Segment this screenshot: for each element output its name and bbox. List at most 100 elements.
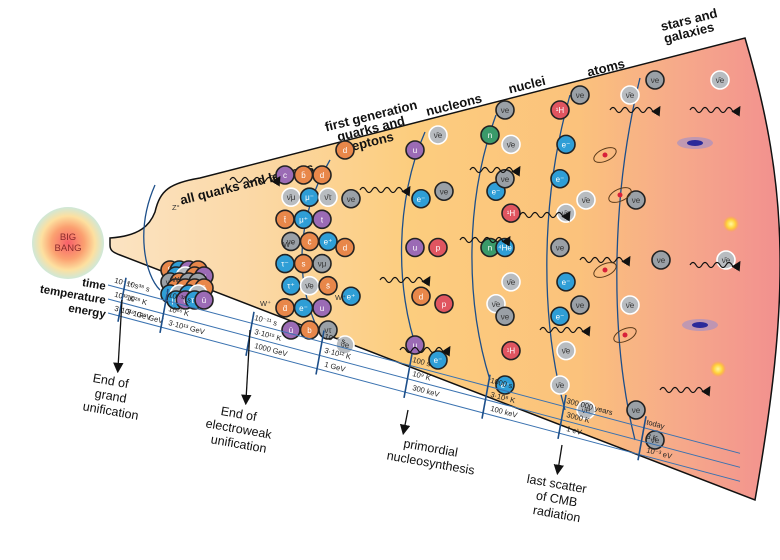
particle-label: νe: [651, 436, 660, 445]
atom-icon: [593, 147, 617, 163]
timeline-tick: [315, 330, 325, 375]
particle: e⁻: [411, 188, 431, 209]
particle-label: νe: [576, 301, 585, 310]
photon-icon: [579, 255, 631, 267]
particle: νμ: [312, 253, 332, 274]
particle-label: d: [320, 171, 324, 180]
particle-label: ū: [202, 296, 206, 305]
particle-label: b̄: [301, 171, 306, 180]
particle: νe: [495, 100, 515, 120]
particle: ¹H: [501, 203, 521, 223]
boson-label: W⁻: [172, 275, 183, 284]
particle-label: d: [343, 146, 347, 155]
atom-icon: [608, 187, 632, 203]
particle: νe: [550, 237, 570, 258]
particle-label: ν̄e: [716, 76, 725, 85]
particle-label: e⁻: [434, 356, 443, 365]
event-arrow: [241, 329, 252, 406]
particle-label: e⁺: [324, 237, 333, 246]
particle: d: [411, 286, 431, 307]
particle: b̄: [293, 165, 314, 185]
particle: ν̄e: [550, 375, 570, 395]
galaxy-icon: [682, 319, 718, 331]
boson-label: W⁺: [335, 293, 346, 302]
particle-label: νe: [576, 91, 585, 100]
particle: τ⁻: [275, 253, 295, 274]
end-of-electroweak-unification-label: End of: [220, 404, 259, 424]
particle: s: [293, 253, 314, 274]
particle: p: [428, 237, 448, 258]
era-boundary: [546, 94, 571, 411]
particle: ν̄e: [501, 134, 521, 155]
particle-label: νe: [657, 256, 666, 265]
photon-icon: [519, 210, 571, 222]
particle-label: ν̄e: [582, 196, 591, 205]
atom-icon: [613, 327, 637, 343]
particle: p: [434, 293, 454, 314]
particle: d̄: [275, 298, 295, 318]
particle-label: u: [413, 341, 417, 350]
photon-icon: [379, 275, 431, 287]
particle: s̄: [318, 275, 338, 296]
particle-label: μ⁺: [299, 215, 308, 224]
particle-label: b: [307, 326, 312, 335]
particle: n: [480, 125, 500, 145]
particle-label: ν̄e: [341, 341, 350, 350]
particle-label: ν̄e: [492, 300, 501, 309]
particle: b: [299, 320, 320, 340]
tick-temperature: 3·10¹⁵ K: [253, 327, 282, 343]
era-boundary: [616, 77, 641, 441]
particle: ν̄e: [710, 70, 730, 90]
particle-label: ν̄μ: [287, 193, 296, 202]
particle-label: νe: [632, 406, 641, 415]
photon-icon: [539, 325, 591, 337]
end-of-grand-unification-label: grand: [94, 386, 128, 405]
photon-icon: [399, 345, 451, 357]
end-of-grand-unification-label: End of: [92, 371, 131, 391]
particle: μ⁺: [293, 209, 314, 230]
atom-icon: [593, 262, 617, 278]
particle-label: νe: [501, 106, 510, 115]
particle-label: e⁻: [417, 195, 426, 204]
particle: t: [312, 209, 332, 230]
particle-label: c: [283, 171, 287, 180]
particle-label: ¹H: [507, 209, 516, 218]
particle: ν̄e: [716, 250, 736, 270]
particle: u: [405, 140, 425, 160]
particle-label: μ⁻: [305, 193, 314, 202]
particle: νe: [626, 190, 646, 210]
particle: ν̄e: [428, 125, 448, 145]
timeline-tick: [403, 353, 413, 399]
particle: e⁻: [550, 168, 570, 189]
particle: νe: [434, 181, 454, 202]
particle: νe: [570, 295, 590, 315]
star-icon: [723, 216, 739, 232]
particle: ν̄e: [556, 340, 576, 361]
particle-label: ν̄τ: [324, 193, 332, 202]
particle-label: e⁻: [299, 304, 308, 313]
photon-icon: [689, 260, 741, 272]
galaxy-icon: [677, 137, 713, 149]
particle: ν̄e: [501, 272, 521, 292]
big-bang-label-2: BANG: [55, 243, 82, 254]
particle: d: [312, 165, 332, 185]
particle: e⁻: [550, 306, 570, 327]
particle: μ⁻: [299, 187, 320, 207]
particle-label: t̄: [283, 215, 287, 224]
particle-label: e⁻: [492, 187, 501, 196]
particle: νe: [495, 306, 515, 327]
boson-label: W⁻: [283, 240, 294, 249]
particle-label: ν̄e: [507, 278, 516, 287]
particle-label: ντ: [324, 326, 332, 335]
particle-label: e⁻: [556, 312, 565, 321]
particle: t̄: [275, 209, 295, 230]
tick-energy: 1 eV: [565, 424, 582, 437]
timeline-row-line: [107, 298, 741, 468]
timeline-tick: [159, 288, 169, 334]
particle: ν̄e: [620, 295, 640, 315]
tick-time: 10⁻³⁸ s: [125, 279, 151, 294]
photon-icon: [459, 235, 511, 247]
particle-label: ν̄e: [722, 256, 731, 265]
particle: e⁻: [428, 350, 448, 370]
particles-layer: b̄e⁻tc̄τ⁻ν̄eduνμt̄νeντbd̄ss̄μ⁺ν̄τe⁺ν̄μμ⁻…: [160, 70, 741, 450]
